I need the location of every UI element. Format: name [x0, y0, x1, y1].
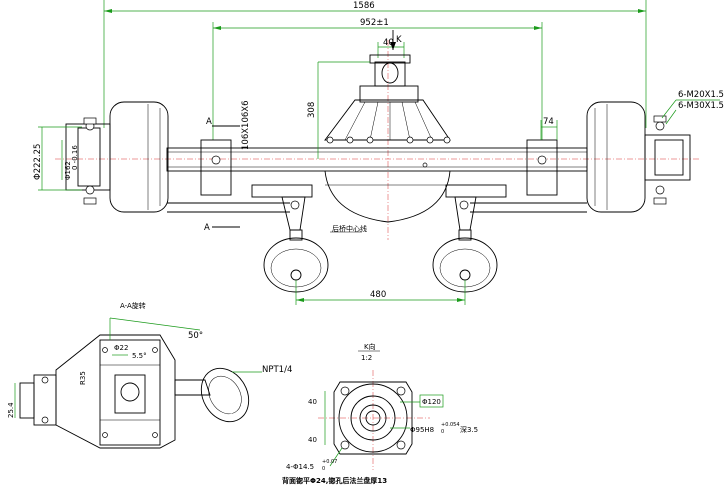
flange-dimension: 40 K: [377, 30, 405, 58]
dim-r35-label: R35: [79, 371, 87, 385]
square-tube-label: 106X106X6: [241, 100, 251, 150]
detail-k-title: K向: [364, 342, 376, 351]
differential-housing: [324, 54, 451, 223]
height-308-label: 308: [307, 102, 317, 118]
dia-120-label: Φ120: [422, 398, 441, 406]
view-k-marker: K: [396, 35, 402, 45]
axle-tube: [166, 147, 588, 172]
dim-40-b: 40: [308, 436, 317, 444]
bore-depth: 深3.5: [460, 425, 478, 434]
left-hub-dimensions: Φ222.25 Φ162 0 -0.16: [33, 126, 82, 191]
section-view-title: A-A旋转: [120, 301, 146, 310]
npt-port-label: NPT1/4: [262, 365, 292, 375]
right-wheel-hub: [586, 101, 691, 213]
note-bottom: 背面锪平Φ24,锪孔后法兰盘厚13: [282, 476, 387, 485]
hole-tol-upper: +0.07: [322, 459, 337, 465]
bolt-spec-2: 6-M30X1.5: [678, 101, 724, 111]
dia-22-label: Φ22: [114, 344, 128, 352]
main-view: 1586 952±1 40 K: [33, 0, 724, 305]
left-brake-arm: [251, 184, 313, 231]
right-brake-arm: [445, 184, 507, 231]
overall-length-dimension: 1586: [103, 0, 647, 128]
track-width-label: 952±1: [360, 18, 389, 28]
bolt-specs: 6-M20X1.5 6-M30X1.5: [661, 90, 724, 125]
track-width-dimension: 952±1: [212, 18, 543, 140]
left-wheel-hub: [65, 101, 169, 213]
dia-162-label: Φ162: [64, 161, 72, 180]
chamber-spacing-dimension: 480: [295, 280, 466, 305]
bore-tol-upper: +0.054: [441, 422, 460, 428]
dim-40-a: 40: [308, 398, 317, 406]
angle-50-label: 50°: [188, 331, 203, 341]
bolt-spec-1: 6-M20X1.5: [678, 90, 724, 100]
hole-tol-lower: 0: [322, 466, 325, 472]
detail-k-view: K向 1:2 40 40 Φ120 Φ95H8 +0.054 0 深3.5 4-…: [282, 342, 478, 485]
right-spring-bracket: [526, 139, 558, 196]
section-a-bottom: A: [204, 223, 210, 233]
bore-tol-lower: 0: [441, 429, 444, 435]
left-spring-bracket: [200, 139, 232, 196]
dia-162-tol: 0 -0.16: [71, 145, 79, 170]
chamber-spacing-label: 480: [370, 290, 386, 300]
bore-spec: Φ95H8: [410, 426, 434, 434]
flange-width-label: 40: [383, 38, 394, 48]
height-dimension: 308: [307, 61, 370, 159]
section-aa-view: A-A旋转 25.4 50° Φ22 5.5° R35: [7, 301, 292, 449]
section-a-top: A: [206, 117, 212, 127]
axle-center-label: 后桥中心线: [332, 224, 367, 233]
dim-25-4: 25.4: [7, 402, 15, 418]
section-a-markers: A A: [204, 117, 240, 233]
detail-scale: 1:2: [361, 354, 372, 362]
bracket-74-label: 74: [543, 117, 554, 127]
bracket-dimension: 74: [540, 117, 558, 140]
overall-length-label: 1586: [353, 1, 375, 11]
hub-dia-label: Φ222.25: [33, 144, 43, 180]
dim-5-5-label: 5.5°: [132, 352, 147, 360]
hole-spec: 4-Φ14.5: [286, 463, 314, 471]
